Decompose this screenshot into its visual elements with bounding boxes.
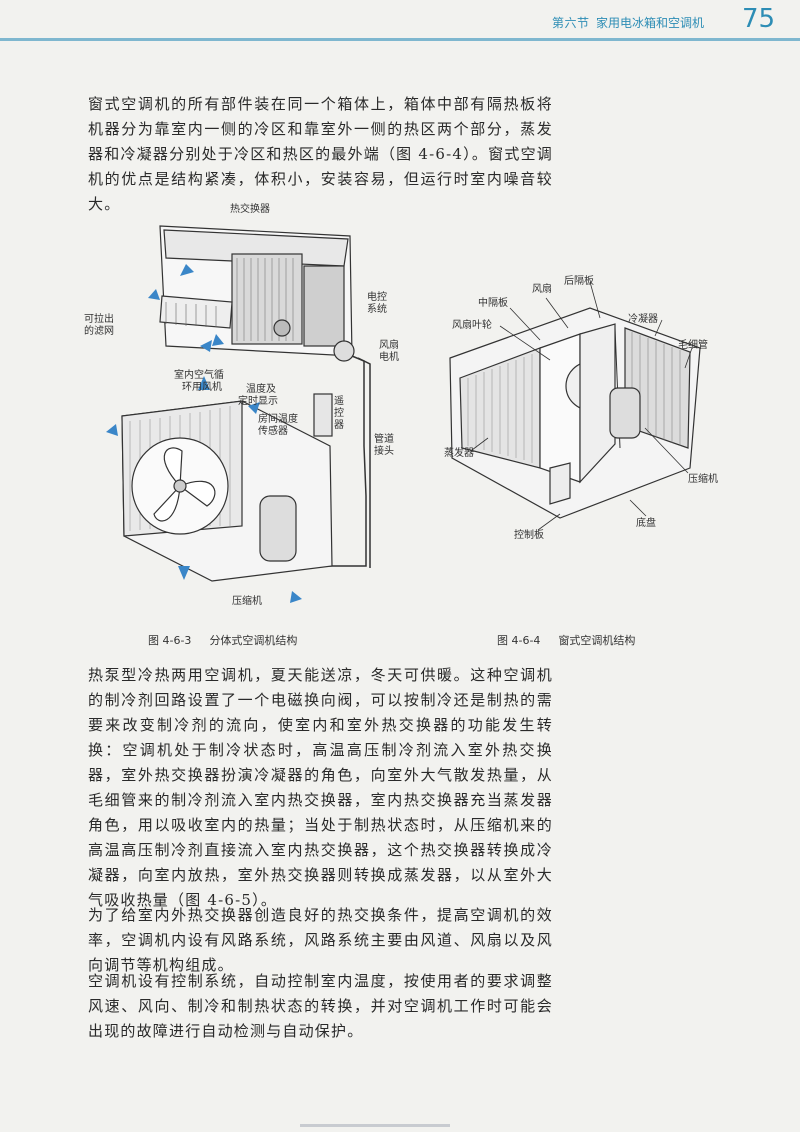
figure-window-ac: 风扇 后隔板 中隔板 冷凝器 风扇叶轮 毛细管 蒸发器 压缩机 底盘 控制板 xyxy=(440,268,740,558)
caption-figure-4-6-3: 图 4-6-3 分体式空调机结构 xyxy=(148,632,297,648)
paragraph-airflow: 为了给室内外热交换器创造良好的热交换条件，提高空调机的效率，空调机内设有风路系统… xyxy=(88,906,553,974)
label-base: 底盘 xyxy=(636,518,656,529)
label-remote-line3: 器 xyxy=(334,420,344,431)
header-rule xyxy=(0,38,800,41)
label-pipe-line1: 管道 xyxy=(374,434,394,445)
label-condenser: 冷凝器 xyxy=(628,314,658,325)
label-sensor-line2: 传感器 xyxy=(258,426,288,437)
footer-rule xyxy=(300,1124,450,1127)
label-circfan-line2: 环用风机 xyxy=(182,382,222,393)
label-sensor-line1: 房间温度 xyxy=(258,414,298,425)
label-rear-partition: 后隔板 xyxy=(564,276,594,287)
label-fanmotor-line2: 电机 xyxy=(379,352,399,363)
page-number: 75 xyxy=(742,4,776,34)
label-remote-line1: 遥 xyxy=(334,396,344,407)
label-fan: 风扇 xyxy=(532,284,552,295)
label-compressor-window: 压缩机 xyxy=(688,474,718,485)
caption-figure-4-6-4: 图 4-6-4 窗式空调机结构 xyxy=(497,632,635,648)
label-compressor: 压缩机 xyxy=(232,596,262,607)
paragraph-control-system: 空调机设有控制系统，自动控制室内温度，按使用者的要求调整风速、风向、制冷和制热状… xyxy=(88,972,553,1040)
label-control-line1: 电控 xyxy=(367,292,387,303)
caption-number: 图 4-6-3 xyxy=(148,634,192,647)
label-middle-partition: 中隔板 xyxy=(478,298,508,309)
label-control-line2: 系统 xyxy=(367,304,387,315)
label-display-line2: 定时显示 xyxy=(238,396,278,407)
label-filter-line1: 可拉出 xyxy=(84,314,114,325)
label-impeller: 风扇叶轮 xyxy=(452,320,492,331)
window-ac-illustration xyxy=(449,281,701,531)
label-remote-line2: 控 xyxy=(334,408,344,419)
label-heat-exchanger: 热交换器 xyxy=(230,204,270,215)
header-title: 家用电冰箱和空调机 xyxy=(596,16,705,30)
header-section: 第六节 xyxy=(552,16,590,30)
split-ac-illustration xyxy=(106,225,371,603)
label-control-panel: 控制板 xyxy=(514,530,544,541)
label-capillary: 毛细管 xyxy=(678,340,708,351)
label-filter-line2: 的滤网 xyxy=(84,326,114,337)
label-circfan-line1: 室内空气循 xyxy=(174,370,224,381)
label-display-line1: 温度及 xyxy=(246,384,276,395)
paragraph-window-ac: 窗式空调机的所有部件装在同一个箱体上，箱体中部有隔热板将机器分为靠室内一侧的冷区… xyxy=(88,95,553,213)
caption-text: 分体式空调机结构 xyxy=(209,634,298,647)
caption-text: 窗式空调机结构 xyxy=(558,634,636,647)
label-pipe-line2: 接头 xyxy=(374,446,394,457)
label-fanmotor-line1: 风扇 xyxy=(379,340,399,351)
label-evaporator: 蒸发器 xyxy=(444,448,474,459)
caption-number: 图 4-6-4 xyxy=(497,634,541,647)
figure-split-ac: 热交换器 可拉出 的滤网 电控 系统 风扇 电机 室内空气循 环用风机 温度及 … xyxy=(82,196,422,616)
paragraph-heat-pump: 热泵型冷热两用空调机，夏天能送凉，冬天可供暖。这种空调机的制冷剂回路设置了一个电… xyxy=(88,666,553,909)
